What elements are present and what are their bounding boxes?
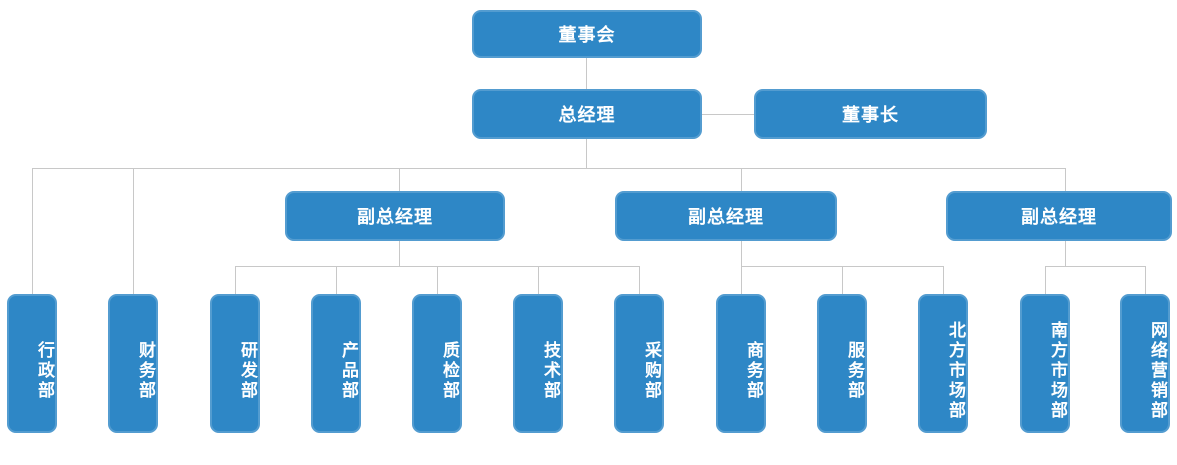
org-node-admin-dept-label: 行政部	[35, 341, 54, 401]
org-node-qa-dept-label: 质检部	[440, 341, 459, 401]
connector-drop-rnd	[235, 266, 236, 294]
org-node-finance-dept-label: 财务部	[136, 341, 155, 401]
connector-gm-to-rail	[586, 139, 587, 168]
org-node-tech-dept[interactable]: 技术部	[513, 294, 563, 433]
org-node-qa-dept[interactable]: 质检部	[412, 294, 462, 433]
org-node-finance-dept[interactable]: 财务部	[108, 294, 158, 433]
org-node-online-marketing-dept[interactable]: 网络营销部	[1120, 294, 1170, 433]
org-node-service-dept-label: 服务部	[845, 341, 864, 401]
connector-drop-north-market	[943, 266, 944, 294]
org-node-south-market-dept[interactable]: 南方市场部	[1020, 294, 1070, 433]
org-node-deputy-gm-1-label: 副总经理	[357, 207, 433, 227]
org-node-service-dept[interactable]: 服务部	[817, 294, 867, 433]
connector-rail-gm-children	[32, 168, 1066, 169]
org-node-rnd-dept[interactable]: 研发部	[210, 294, 260, 433]
org-node-procurement-dept-label: 采购部	[642, 341, 661, 401]
org-node-deputy-gm-1[interactable]: 副总经理	[285, 191, 505, 241]
org-node-online-marketing-dept-label: 网络营销部	[1148, 321, 1167, 421]
connector-drop-qa	[437, 266, 438, 294]
org-node-business-dept[interactable]: 商务部	[716, 294, 766, 433]
org-node-admin-dept[interactable]: 行政部	[7, 294, 57, 433]
org-node-north-market-dept-label: 北方市场部	[946, 321, 965, 421]
connector-drop-tech	[538, 266, 539, 294]
connector-drop-admin	[32, 168, 33, 294]
org-node-deputy-gm-2-label: 副总经理	[688, 207, 764, 227]
connector-drop-south-market	[1045, 266, 1046, 294]
connector-drop-deputy-3	[1065, 168, 1066, 191]
org-node-rnd-dept-label: 研发部	[238, 341, 257, 401]
org-node-deputy-gm-3-label: 副总经理	[1021, 207, 1097, 227]
org-node-tech-dept-label: 技术部	[541, 341, 560, 401]
org-node-business-dept-label: 商务部	[744, 341, 763, 401]
org-node-general-manager-label: 总经理	[558, 105, 616, 125]
org-node-general-manager[interactable]: 总经理	[472, 89, 702, 139]
org-node-deputy-gm-3[interactable]: 副总经理	[946, 191, 1172, 241]
connector-drop-deputy-1	[399, 168, 400, 191]
org-node-product-dept-label: 产品部	[339, 341, 358, 401]
connector-drop-deputy-2	[741, 168, 742, 191]
connector-deputy-2-to-rail	[741, 241, 742, 294]
org-node-north-market-dept[interactable]: 北方市场部	[918, 294, 968, 433]
org-node-procurement-dept[interactable]: 采购部	[614, 294, 664, 433]
org-node-south-market-dept-label: 南方市场部	[1048, 321, 1067, 421]
org-node-chairman[interactable]: 董事长	[754, 89, 987, 139]
connector-drop-procurement	[639, 266, 640, 294]
connector-drop-finance	[133, 168, 134, 294]
org-node-product-dept[interactable]: 产品部	[311, 294, 361, 433]
org-node-deputy-gm-2[interactable]: 副总经理	[615, 191, 837, 241]
connector-board-to-gm	[586, 58, 587, 89]
connector-gm-to-chairman	[702, 114, 754, 115]
connector-drop-service	[842, 266, 843, 294]
connector-drop-online-mkt	[1145, 266, 1146, 294]
connector-deputy-3-to-rail	[1065, 241, 1066, 267]
org-node-board-label: 董事会	[558, 25, 616, 45]
connector-drop-product	[336, 266, 337, 294]
org-node-chairman-label: 董事长	[842, 105, 899, 125]
connector-rail-deputy-3	[1045, 266, 1146, 267]
connector-deputy-1-to-rail	[399, 241, 400, 267]
org-node-board[interactable]: 董事会	[472, 10, 702, 58]
